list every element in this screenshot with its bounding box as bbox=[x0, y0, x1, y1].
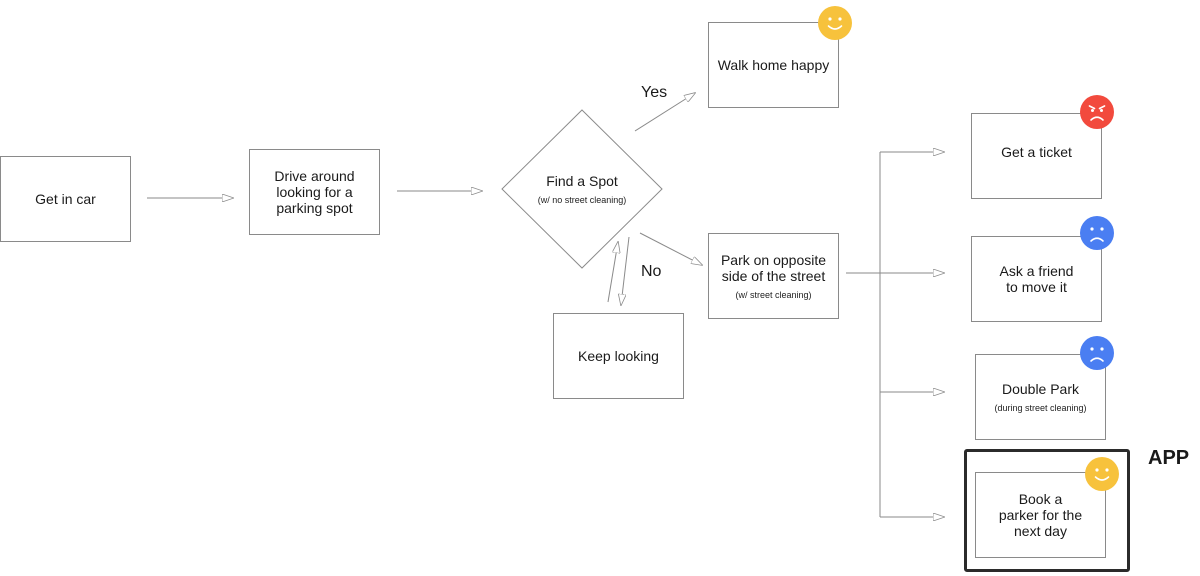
node-park-opposite: Park on opposite side of the street (w/ … bbox=[708, 233, 839, 319]
happy-face-icon bbox=[1085, 457, 1119, 491]
node-find-spot-sublabel: (w/ no street cleaning) bbox=[537, 194, 627, 205]
node-walk-home: Walk home happy bbox=[708, 22, 839, 108]
angry-face-icon bbox=[1080, 95, 1114, 129]
node-ask-friend: Ask a friend to move it bbox=[971, 236, 1102, 322]
node-double-park-label: Double Park bbox=[1001, 380, 1080, 397]
node-get-in-car-label: Get in car bbox=[35, 191, 96, 207]
edge-label-no: No bbox=[641, 263, 662, 280]
node-drive-around: Drive around looking for a parking spot bbox=[249, 149, 380, 235]
happy-face-icon bbox=[818, 6, 852, 40]
arrow-find-spot-to-keep-looking bbox=[621, 236, 630, 305]
arrow-keep-looking-to-find-spot bbox=[607, 242, 618, 303]
edge-label-yes: Yes bbox=[641, 84, 668, 101]
node-get-in-car: Get in car bbox=[0, 156, 131, 242]
node-ask-friend-label: Ask a friend to move it bbox=[999, 263, 1074, 295]
sad-face-icon bbox=[1080, 336, 1114, 370]
node-book-parker-label: Book a parker for the next day bbox=[998, 491, 1083, 539]
node-keep-looking-label: Keep looking bbox=[578, 348, 659, 364]
arrow-find-spot-to-walk-home bbox=[634, 93, 695, 132]
app-label: APP bbox=[1148, 447, 1190, 469]
node-double-park-sublabel: (during street cleaning) bbox=[994, 402, 1087, 413]
node-find-spot: Find a Spot (w/ no street cleaning) bbox=[517, 160, 647, 218]
node-find-spot-label: Find a Spot bbox=[546, 172, 618, 189]
node-double-park: Double Park (during street cleaning) bbox=[975, 354, 1106, 440]
node-book-parker: Book a parker for the next day bbox=[975, 472, 1106, 558]
node-walk-home-label: Walk home happy bbox=[717, 57, 830, 73]
app-highlight-frame bbox=[964, 449, 1130, 572]
node-drive-around-label: Drive around looking for a parking spot bbox=[274, 168, 355, 216]
find-spot-diamond bbox=[501, 109, 663, 269]
node-get-ticket-label: Get a ticket bbox=[1001, 144, 1072, 160]
arrow-find-spot-to-park-opposite bbox=[639, 232, 702, 265]
node-park-opposite-label: Park on opposite side of the street bbox=[720, 251, 827, 284]
sad-face-icon bbox=[1080, 216, 1114, 250]
node-park-opposite-sublabel: (w/ street cleaning) bbox=[735, 289, 812, 300]
node-keep-looking: Keep looking bbox=[553, 313, 684, 399]
node-get-ticket: Get a ticket bbox=[971, 113, 1102, 199]
